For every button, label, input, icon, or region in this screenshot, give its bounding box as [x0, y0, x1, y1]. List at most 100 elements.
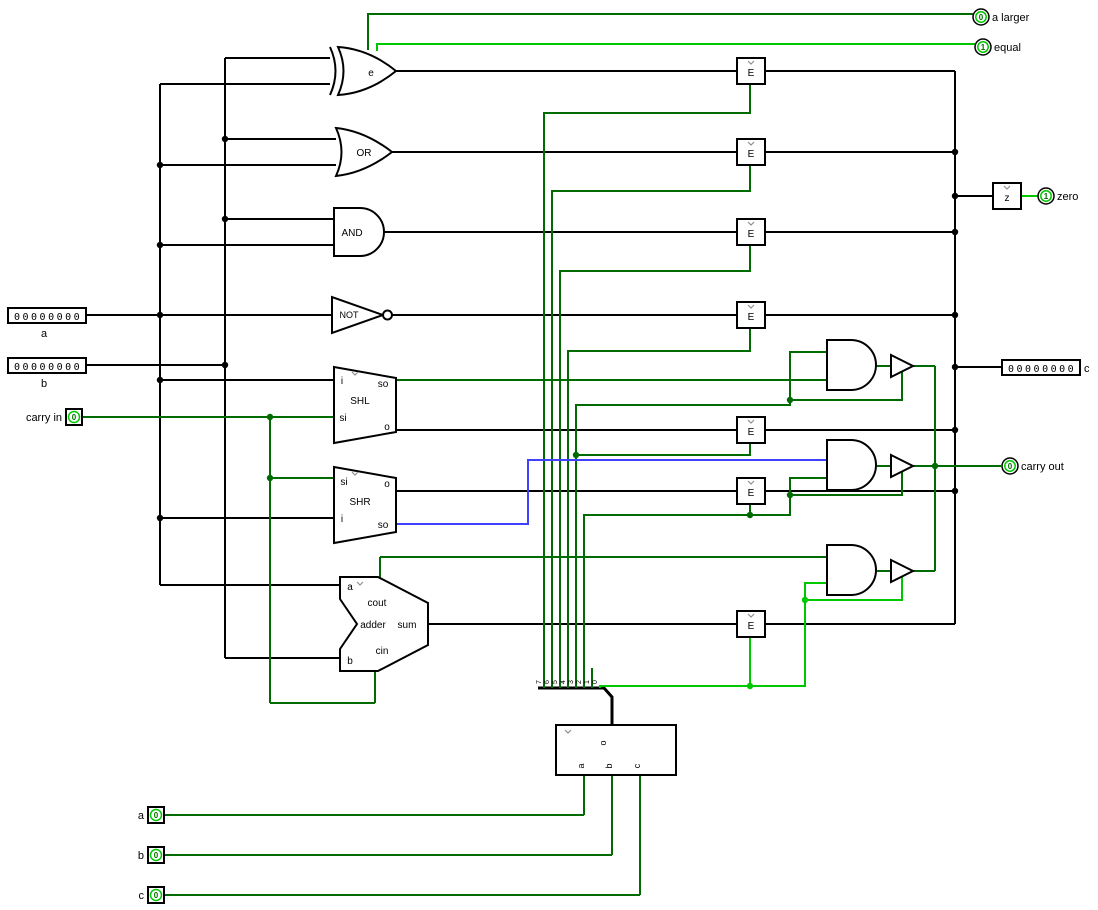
pin-state-icon: [977, 41, 989, 53]
buffer-icon: [890, 353, 916, 379]
and-gate-icon: [826, 439, 877, 491]
splitter-leg-label: 2: [576, 680, 583, 684]
shr-body: [333, 465, 397, 545]
wire-adder-cout: [379, 556, 827, 578]
high-wires: [376, 43, 1038, 690]
and-gate-icon: [333, 207, 385, 257]
xor-gate-icon: [336, 45, 398, 97]
shl-pin-i: i: [341, 376, 343, 387]
shr-shifter[interactable]: si o SHR i so: [333, 465, 397, 545]
and-gate-icon: [826, 339, 877, 391]
select-c-label: c: [139, 890, 145, 902]
facing-marker-icon: [564, 729, 572, 734]
pin-state-icon: [1004, 460, 1016, 472]
gate-not[interactable]: NOT: [331, 295, 393, 335]
select-b-pin[interactable]: 0 b: [138, 846, 165, 864]
zero-detector[interactable]: z: [992, 182, 1022, 210]
select-c-pin[interactable]: 0 c: [139, 886, 165, 904]
a-larger-pin[interactable]: 0 a larger: [972, 8, 1030, 26]
enabler-label: E: [748, 621, 755, 632]
wire-splitter-trunk: [538, 686, 614, 725]
wire-result-rows: [384, 70, 955, 625]
carry-in-pin[interactable]: 0 carry in: [26, 408, 83, 426]
carry-and-adder[interactable]: [826, 544, 877, 596]
splitter-leg-label: 0: [592, 680, 599, 684]
decoder-pin-o: o: [598, 740, 608, 745]
carry-in-value: 0: [72, 413, 77, 422]
carry-in-label: carry in: [26, 412, 62, 424]
input-b-value: 00000000: [14, 362, 82, 373]
enabler-or[interactable]: E: [736, 138, 766, 166]
splitter-leg-label: 4: [560, 680, 567, 684]
enabler-label: E: [748, 488, 755, 499]
buffer-icon: [890, 453, 916, 479]
shl-body: [333, 365, 397, 445]
wire-a-bus: [159, 83, 340, 586]
a-larger-value: 0: [979, 13, 984, 22]
gate-and[interactable]: AND: [333, 207, 385, 257]
floating-wires: [396, 459, 827, 525]
op-decoder[interactable]: o a b c: [555, 724, 677, 776]
enabler-not[interactable]: E: [736, 301, 766, 329]
wire-enable-e: [543, 84, 751, 688]
shl-shifter[interactable]: i so SHL si o: [333, 365, 397, 445]
select-c-value: 0: [154, 891, 159, 900]
enabler-e[interactable]: E: [736, 57, 766, 85]
bus-junctions: [156, 135, 959, 522]
output-c-label: c: [1084, 363, 1090, 375]
input-b-pin[interactable]: 00000000 b: [7, 357, 87, 390]
input-b-label: b: [41, 378, 47, 390]
carry-out-label: carry out: [1021, 461, 1064, 473]
shl-pin-so: so: [378, 379, 389, 390]
carry-buffer-adder[interactable]: [890, 558, 916, 584]
enabler-adder[interactable]: E: [736, 610, 766, 638]
gate-e[interactable]: e: [329, 45, 398, 97]
not-gate-icon: [331, 295, 387, 335]
wire-enable-or: [551, 165, 751, 688]
decoder-pin-a: a: [576, 763, 586, 768]
splitter-leg-label: 3: [568, 680, 575, 684]
a-larger-label: a larger: [992, 12, 1030, 24]
select-a-pin[interactable]: 0 a: [138, 806, 165, 824]
input-a-pin[interactable]: 00000000 a: [7, 307, 87, 340]
adder-label: adder: [360, 620, 386, 631]
wire-enable-not: [567, 328, 751, 688]
enabler-and[interactable]: E: [736, 218, 766, 246]
enabler-label: E: [748, 427, 755, 438]
low-junctions: [266, 396, 939, 519]
output-c-pin[interactable]: 00000000 c: [1001, 359, 1090, 376]
equal-label: equal: [994, 42, 1021, 54]
splitter-leg-label: 7: [536, 680, 543, 684]
equal-pin[interactable]: 1 equal: [974, 38, 1021, 56]
gate-or-label: OR: [357, 148, 372, 159]
bit-splitter[interactable]: 7 6 5 4 3 2 1 0: [536, 680, 599, 684]
adder-unit[interactable]: a cout adder sum b cin: [339, 576, 429, 672]
facing-marker-icon: [747, 304, 755, 309]
splitter-leg-label: 1: [584, 680, 591, 684]
gate-or[interactable]: OR: [334, 126, 394, 178]
enabler-label: E: [748, 68, 755, 79]
shr-pin-i: i: [341, 514, 343, 525]
carry-and-shr[interactable]: [826, 439, 877, 491]
pin-state-icon: [149, 808, 163, 822]
equal-value: 1: [981, 43, 986, 52]
carry-out-pin[interactable]: 0 carry out: [1001, 457, 1064, 475]
zero-pin[interactable]: 1 zero: [1037, 187, 1078, 205]
gate-and-label: AND: [341, 228, 362, 239]
select-a-label: a: [138, 810, 145, 822]
splitter-leg-label: 6: [544, 680, 551, 684]
carry-buffer-shl[interactable]: [890, 353, 916, 379]
output-c-value: 00000000: [1008, 364, 1076, 375]
high-junctions: [746, 596, 809, 690]
facing-marker-icon: [747, 141, 755, 146]
carry-buffer-shr[interactable]: [890, 453, 916, 479]
enabler-shr[interactable]: E: [736, 477, 766, 505]
wire-carry-in: [82, 416, 376, 704]
carry-out-value: 0: [1008, 462, 1013, 471]
adder-pin-a: a: [347, 582, 353, 593]
facing-marker-icon: [747, 419, 755, 424]
enabler-shl[interactable]: E: [736, 416, 766, 444]
wire-enable-adder: [599, 574, 903, 688]
carry-and-shl[interactable]: [826, 339, 877, 391]
